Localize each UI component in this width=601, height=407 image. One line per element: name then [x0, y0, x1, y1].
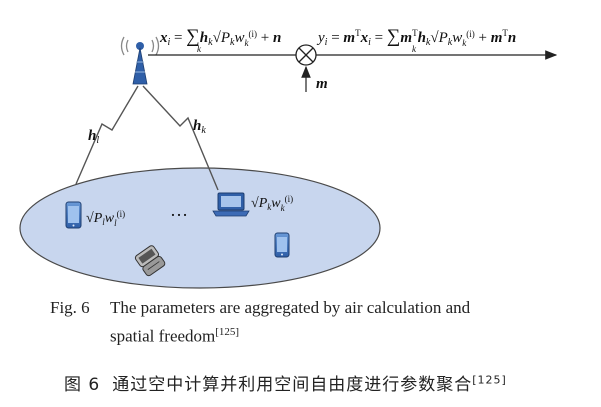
caption-text-en-1: The parameters are aggregated by air cal…	[110, 298, 471, 317]
sum-index-k-2: k	[412, 44, 417, 54]
caption-number-cn: 图 6	[64, 375, 101, 395]
multiplier-node	[295, 44, 317, 66]
transmit-signal-formula: xi = ∑hk√Pkwk(i) + n	[159, 26, 281, 48]
channel-label-l: hl	[88, 128, 99, 146]
device-l-signal: √Plwl(i)	[86, 209, 125, 228]
caption-ref-cn: [125]	[472, 373, 507, 387]
channel-link-k	[142, 85, 219, 191]
caption-english: Fig. 6 The parameters are aggregated by a…	[50, 296, 550, 349]
ellipsis: …	[170, 200, 188, 220]
smartphone-icon	[65, 201, 82, 229]
channel-link-l	[75, 85, 139, 185]
caption-text-cn: 通过空中计算并利用空间自由度进行参数聚合	[112, 375, 473, 395]
channel-label-k: hk	[193, 118, 206, 136]
device-k-signal: √Pkwk(i)	[251, 194, 293, 213]
coverage-area	[19, 167, 381, 289]
laptop-icon	[212, 192, 250, 217]
diagram: xi = ∑hk√Pkwk(i) + n k yi = mTxi = ∑mThk…	[19, 26, 558, 289]
caption-ref-en: [125]	[215, 326, 240, 338]
combiner-label: m	[316, 76, 328, 92]
flip-phone-icon	[134, 245, 166, 277]
caption-number-en: Fig. 6	[50, 298, 90, 317]
caption-chinese: 图 6 通过空中计算并利用空间自由度进行参数聚合[125]	[64, 370, 507, 395]
smartphone-icon-2	[274, 232, 290, 258]
antenna-tower-icon	[120, 36, 160, 85]
received-signal-formula: yi = mTxi = ∑mThk√Pkwk(i) + mTn	[316, 26, 516, 48]
sum-index-k: k	[197, 44, 202, 54]
caption-text-en-2: spatial freedom	[110, 326, 216, 346]
